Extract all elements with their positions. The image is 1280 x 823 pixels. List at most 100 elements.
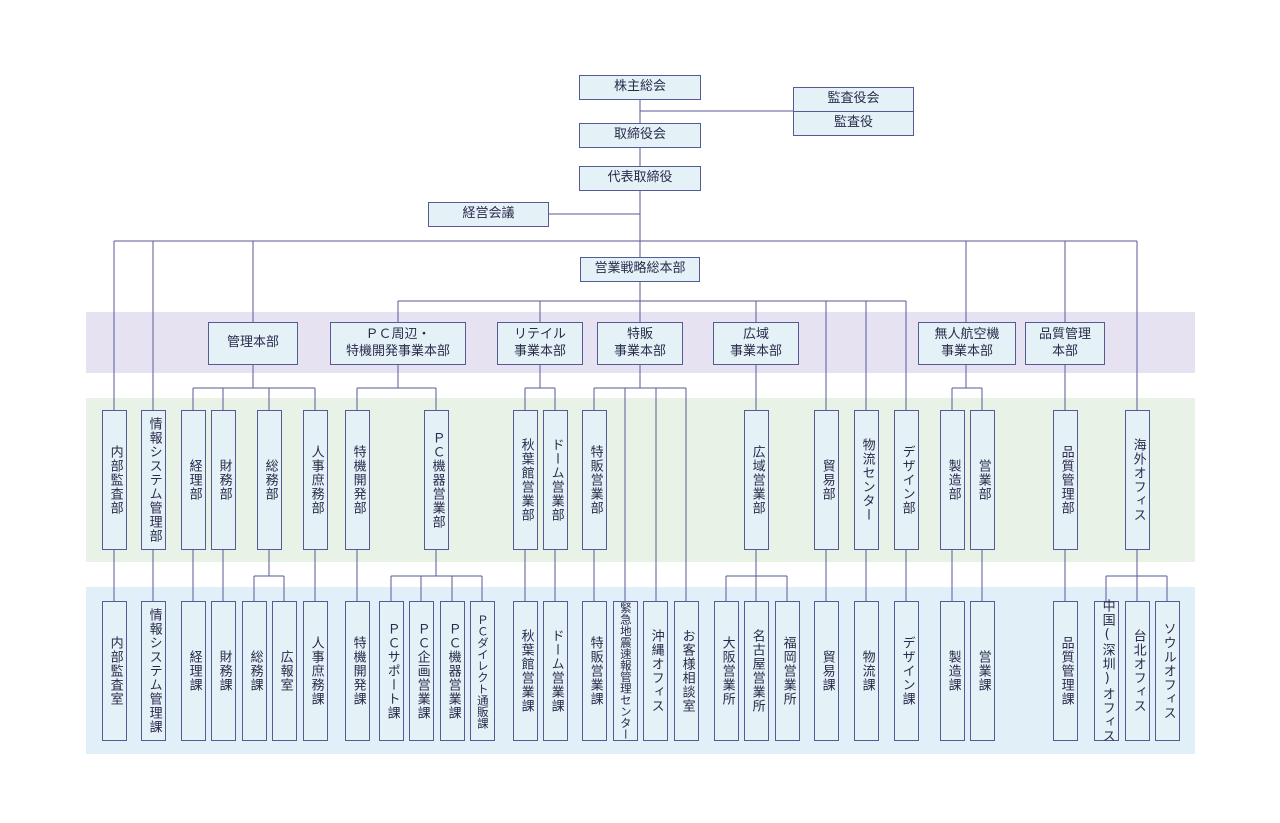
sales-strategy-label: 営業戦略総本部 (594, 261, 686, 277)
sec-seoul-office-label: ソウルオフィス (1160, 622, 1176, 720)
division-retail-label: リテイル 事業本部 (513, 326, 566, 359)
sec-design-label: デザイン課 (899, 636, 915, 706)
dept-general-affairs: 総務部 (257, 410, 282, 550)
dept-regional-sales-label: 広域営業部 (749, 445, 765, 515)
sec-special-dev-label: 特機開発課 (350, 636, 366, 706)
division-retail: リテイル 事業本部 (497, 322, 583, 365)
sec-pc-planning: ＰＣ企画営業課 (409, 601, 434, 741)
sec-logistics: 物流課 (854, 601, 879, 741)
sec-dome-label: ドーム営業課 (548, 629, 564, 713)
division-pc: ＰＣ周辺・ 特機開発事業本部 (330, 322, 466, 365)
auditor-label: 監査役 (833, 115, 873, 131)
audit-board-label: 監査役会 (827, 91, 880, 107)
dept-accounting: 経理部 (181, 410, 206, 550)
sec-taipei-office-label: 台北オフィス (1130, 629, 1146, 713)
sec-logistics-label: 物流課 (859, 650, 875, 692)
dept-trade: 貿易部 (814, 410, 839, 550)
dept-dome-label: ドーム営業部 (548, 438, 564, 522)
dept-internal-audit-label: 内部監査部 (107, 445, 123, 515)
division-drone-label: 無人航空機 事業本部 (934, 326, 1000, 359)
division-pc-label: ＰＣ周辺・ 特機開発事業本部 (345, 326, 450, 359)
dept-general-affairs-label: 総務部 (262, 459, 278, 501)
sec-taipei-office: 台北オフィス (1125, 601, 1150, 741)
dept-pc-sales-label: ＰＣ機器営業部 (429, 431, 445, 529)
sec-china-office: 中国(深圳)オフィス (1094, 599, 1119, 743)
sec-pc-direct: ＰＣダイレクト通販課 (470, 601, 495, 741)
sec-sales-label: 営業課 (975, 650, 991, 692)
division-admin: 管理本部 (208, 322, 298, 365)
dept-special-sales-label: 特販営業部 (587, 445, 603, 515)
division-regional: 広域 事業本部 (713, 322, 799, 365)
sec-special-sales-label: 特販営業課 (587, 636, 603, 706)
sec-info-system-label: 情報システム管理課 (146, 608, 162, 734)
management-council-box: 経営会議 (428, 202, 549, 227)
shareholders-label: 株主総会 (613, 79, 666, 95)
division-special: 特販 事業本部 (597, 322, 683, 365)
ceo-label: 代表取締役 (607, 170, 673, 186)
sec-special-dev: 特機開発課 (345, 601, 370, 741)
sec-pc-direct-label: ＰＣダイレクト通販課 (475, 613, 490, 729)
board-box: 取締役会 (579, 123, 701, 148)
sec-osaka: 大阪営業所 (714, 601, 739, 741)
sec-general: 総務課 (242, 601, 267, 741)
dept-special-dev-label: 特機開発部 (350, 445, 366, 515)
sec-trade-label: 貿易課 (819, 650, 835, 692)
sec-special-sales: 特販営業課 (582, 601, 607, 741)
sec-quality: 品質管理課 (1053, 601, 1078, 741)
board-label: 取締役会 (613, 127, 666, 143)
sec-pc-support: ＰＣサポート課 (379, 601, 404, 741)
sec-seoul-office: ソウルオフィス (1155, 601, 1180, 741)
sec-fukuoka-label: 福岡営業所 (780, 636, 796, 706)
dept-internal-audit: 内部監査部 (102, 410, 127, 550)
dept-info-system-label: 情報システム管理部 (146, 417, 162, 543)
division-admin-label: 管理本部 (226, 335, 279, 351)
division-drone: 無人航空機 事業本部 (918, 322, 1016, 365)
sec-internal-audit-office-label: 内部監査室 (107, 636, 123, 706)
dept-drone-sales: 営業部 (970, 410, 995, 550)
dept-quality-mgmt: 品質管理部 (1053, 410, 1078, 550)
dept-special-sales: 特販営業部 (582, 410, 607, 550)
dept-akihabara: 秋葉館営業部 (513, 410, 538, 550)
sec-fukuoka: 福岡営業所 (775, 601, 800, 741)
division-quality-label: 品質管理 本部 (1038, 326, 1091, 359)
section-band (86, 587, 1195, 754)
shareholders-box: 株主総会 (579, 75, 701, 100)
management-council-label: 経営会議 (462, 206, 515, 222)
division-regional-label: 広域 事業本部 (729, 326, 782, 359)
sec-nagoya: 名古屋営業所 (744, 601, 769, 741)
sec-manufacturing: 製造課 (940, 601, 965, 741)
sec-akihabara: 秋葉館営業課 (513, 601, 538, 741)
sec-pc-support-label: ＰＣサポート課 (384, 622, 400, 720)
sec-accounting-label: 経理課 (186, 650, 202, 692)
sec-design: デザイン課 (894, 601, 919, 741)
division-quality: 品質管理 本部 (1025, 322, 1105, 365)
sec-emergency-center-label: 緊急地震速報管理センター (618, 602, 633, 740)
sec-general-label: 総務課 (247, 650, 263, 692)
sec-pc-planning-label: ＰＣ企画営業課 (414, 622, 430, 720)
sec-finance-label: 財務課 (216, 650, 232, 692)
sec-nagoya-label: 名古屋営業所 (749, 629, 765, 713)
sec-pc-equipment: ＰＣ機器営業課 (440, 601, 465, 741)
sales-strategy-box: 営業戦略総本部 (580, 257, 700, 282)
dept-info-system: 情報システム管理部 (141, 410, 166, 550)
sec-okinawa: 沖縄オフィス (643, 601, 668, 741)
sec-hr-label: 人事庶務課 (308, 636, 324, 706)
dept-pc-sales: ＰＣ機器営業部 (424, 410, 449, 550)
sec-trade: 貿易課 (814, 601, 839, 741)
dept-akihabara-label: 秋葉館営業部 (518, 438, 534, 522)
sec-hr: 人事庶務課 (303, 601, 328, 741)
ceo-box: 代表取締役 (579, 166, 701, 191)
sec-info-system: 情報システム管理課 (141, 601, 166, 741)
dept-drone-sales-label: 営業部 (975, 459, 991, 501)
dept-logistics: 物流センター (854, 410, 879, 550)
sec-dome: ドーム営業課 (543, 601, 568, 741)
dept-accounting-label: 経理部 (186, 459, 202, 501)
sec-pc-equipment-label: ＰＣ機器営業課 (445, 622, 461, 720)
sec-finance: 財務課 (211, 601, 236, 741)
dept-design-label: デザイン部 (899, 445, 915, 515)
dept-dome: ドーム営業部 (543, 410, 568, 550)
dept-hr: 人事庶務部 (303, 410, 328, 550)
sec-osaka-label: 大阪営業所 (719, 636, 735, 706)
sec-okinawa-label: 沖縄オフィス (648, 629, 664, 713)
